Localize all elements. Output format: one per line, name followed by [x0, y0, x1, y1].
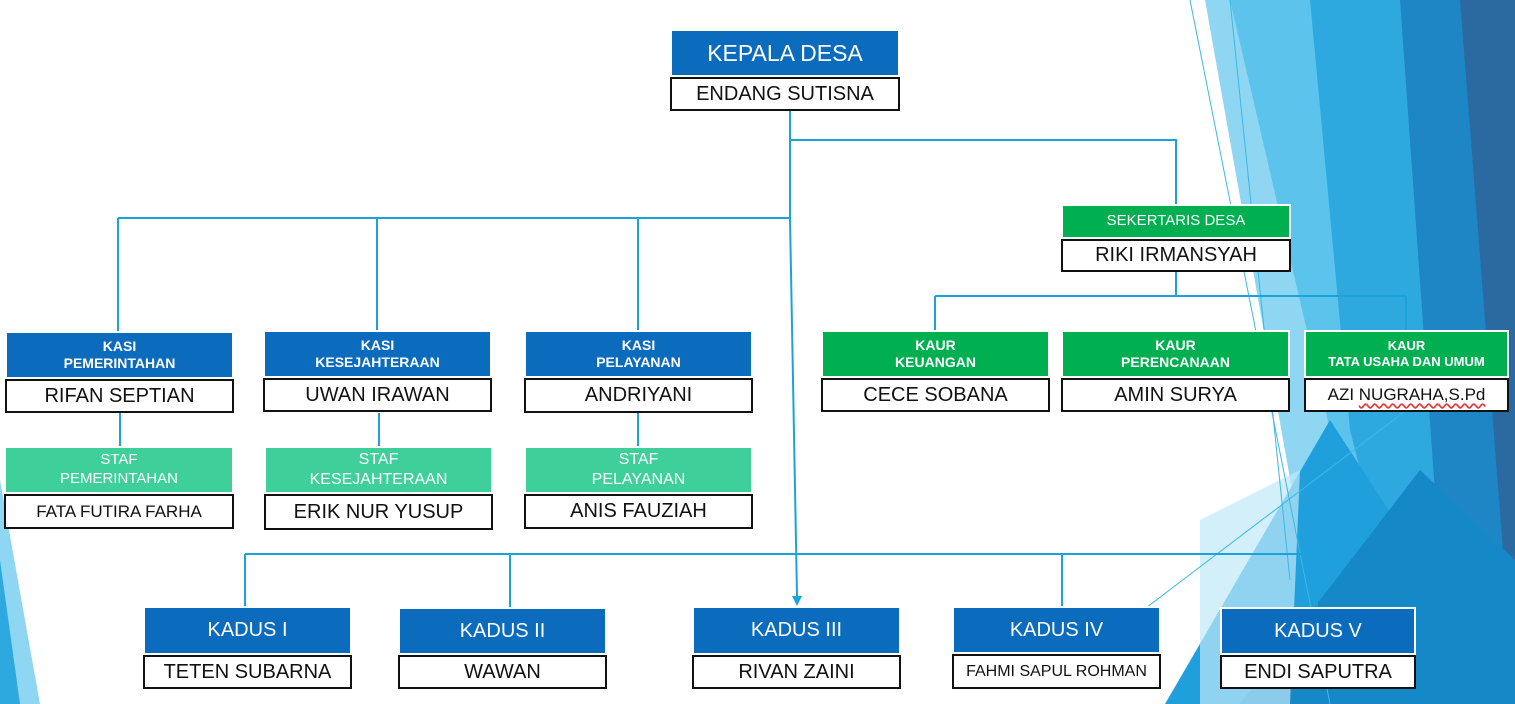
sekretaris-name: RIKI IRMANSYAH [1061, 239, 1291, 272]
staf-name: ANIS FAUZIAH [524, 494, 753, 529]
sekretaris-title: SEKERTARIS DESA [1061, 204, 1291, 239]
kaur-name-spellcheck: NUGRAHA,S.Pd [1358, 385, 1486, 404]
kadus-5-node: KADUS V ENDI SAPUTRA [1220, 607, 1416, 689]
kasi-title: KASI PELAYANAN [524, 330, 753, 378]
kadus-2-node: KADUS II WAWAN [398, 607, 607, 689]
kadus-title: KADUS I [143, 606, 352, 655]
kadus-name: ENDI SAPUTRA [1220, 655, 1416, 689]
kadus-name: RIVAN ZAINI [692, 655, 901, 689]
kaur-keuangan-node: KAUR KEUANGAN CECE SOBANA [821, 330, 1050, 412]
kadus-name: TETEN SUBARNA [143, 655, 352, 689]
staf-kesejahteraan-node: STAF KESEJAHTERAAN ERIK NUR YUSUP [264, 446, 493, 530]
kaur-title: KAUR TATA USAHA DAN UMUM [1304, 330, 1509, 378]
kasi-kesejahteraan-node: KASI KESEJAHTERAAN UWAN IRAWAN [263, 330, 492, 412]
staf-name: ERIK NUR YUSUP [264, 494, 493, 530]
kadus-title: KADUS III [692, 606, 901, 655]
kasi-name: ANDRIYANI [524, 378, 753, 413]
staf-pelayanan-node: STAF PELAYANAN ANIS FAUZIAH [524, 446, 753, 529]
sekretaris-node: SEKERTARIS DESA RIKI IRMANSYAH [1061, 204, 1291, 272]
kepala-desa-node: KEPALA DESA ENDANG SUTISNA [670, 29, 900, 111]
kaur-title: KAUR PERENCANAAN [1061, 330, 1290, 378]
kasi-name: UWAN IRAWAN [263, 378, 492, 412]
kepala-desa-title: KEPALA DESA [670, 29, 900, 77]
kadus-title: KADUS IV [952, 606, 1161, 654]
kasi-pelayanan-node: KASI PELAYANAN ANDRIYANI [524, 330, 753, 413]
kaur-name-part: AZI [1327, 385, 1359, 404]
kasi-title: KASI PEMERINTAHAN [5, 331, 234, 379]
kaur-perencanaan-node: KAUR PERENCANAAN AMIN SURYA [1061, 330, 1290, 412]
kadus-name: FAHMI SAPUL ROHMAN [952, 654, 1161, 689]
staf-pemerintahan-node: STAF PEMERINTAHAN FATA FUTIRA FARHA [4, 446, 234, 529]
staf-title: STAF PELAYANAN [524, 446, 753, 494]
kadus-title: KADUS V [1220, 607, 1416, 655]
kaur-tata-usaha-node: KAUR TATA USAHA DAN UMUM AZI NUGRAHA,S.P… [1304, 330, 1509, 412]
kaur-name: AZI NUGRAHA,S.Pd [1304, 378, 1509, 412]
kasi-pemerintahan-node: KASI PEMERINTAHAN RIFAN SEPTIAN [5, 331, 234, 413]
kadus-3-node: KADUS III RIVAN ZAINI [692, 606, 901, 689]
kadus-title: KADUS II [398, 607, 607, 655]
kadus-name: WAWAN [398, 655, 607, 689]
kaur-name: CECE SOBANA [821, 378, 1050, 412]
kepala-desa-name: ENDANG SUTISNA [670, 77, 900, 111]
kadus-1-node: KADUS I TETEN SUBARNA [143, 606, 352, 689]
staf-title: STAF PEMERINTAHAN [4, 446, 234, 494]
kasi-name: RIFAN SEPTIAN [5, 379, 234, 413]
kasi-title: KASI KESEJAHTERAAN [263, 330, 492, 378]
kaur-title: KAUR KEUANGAN [821, 330, 1050, 378]
staf-name: FATA FUTIRA FARHA [4, 494, 234, 529]
staf-title: STAF KESEJAHTERAAN [264, 446, 493, 494]
kaur-name: AMIN SURYA [1061, 378, 1290, 412]
kadus-4-node: KADUS IV FAHMI SAPUL ROHMAN [952, 606, 1161, 689]
